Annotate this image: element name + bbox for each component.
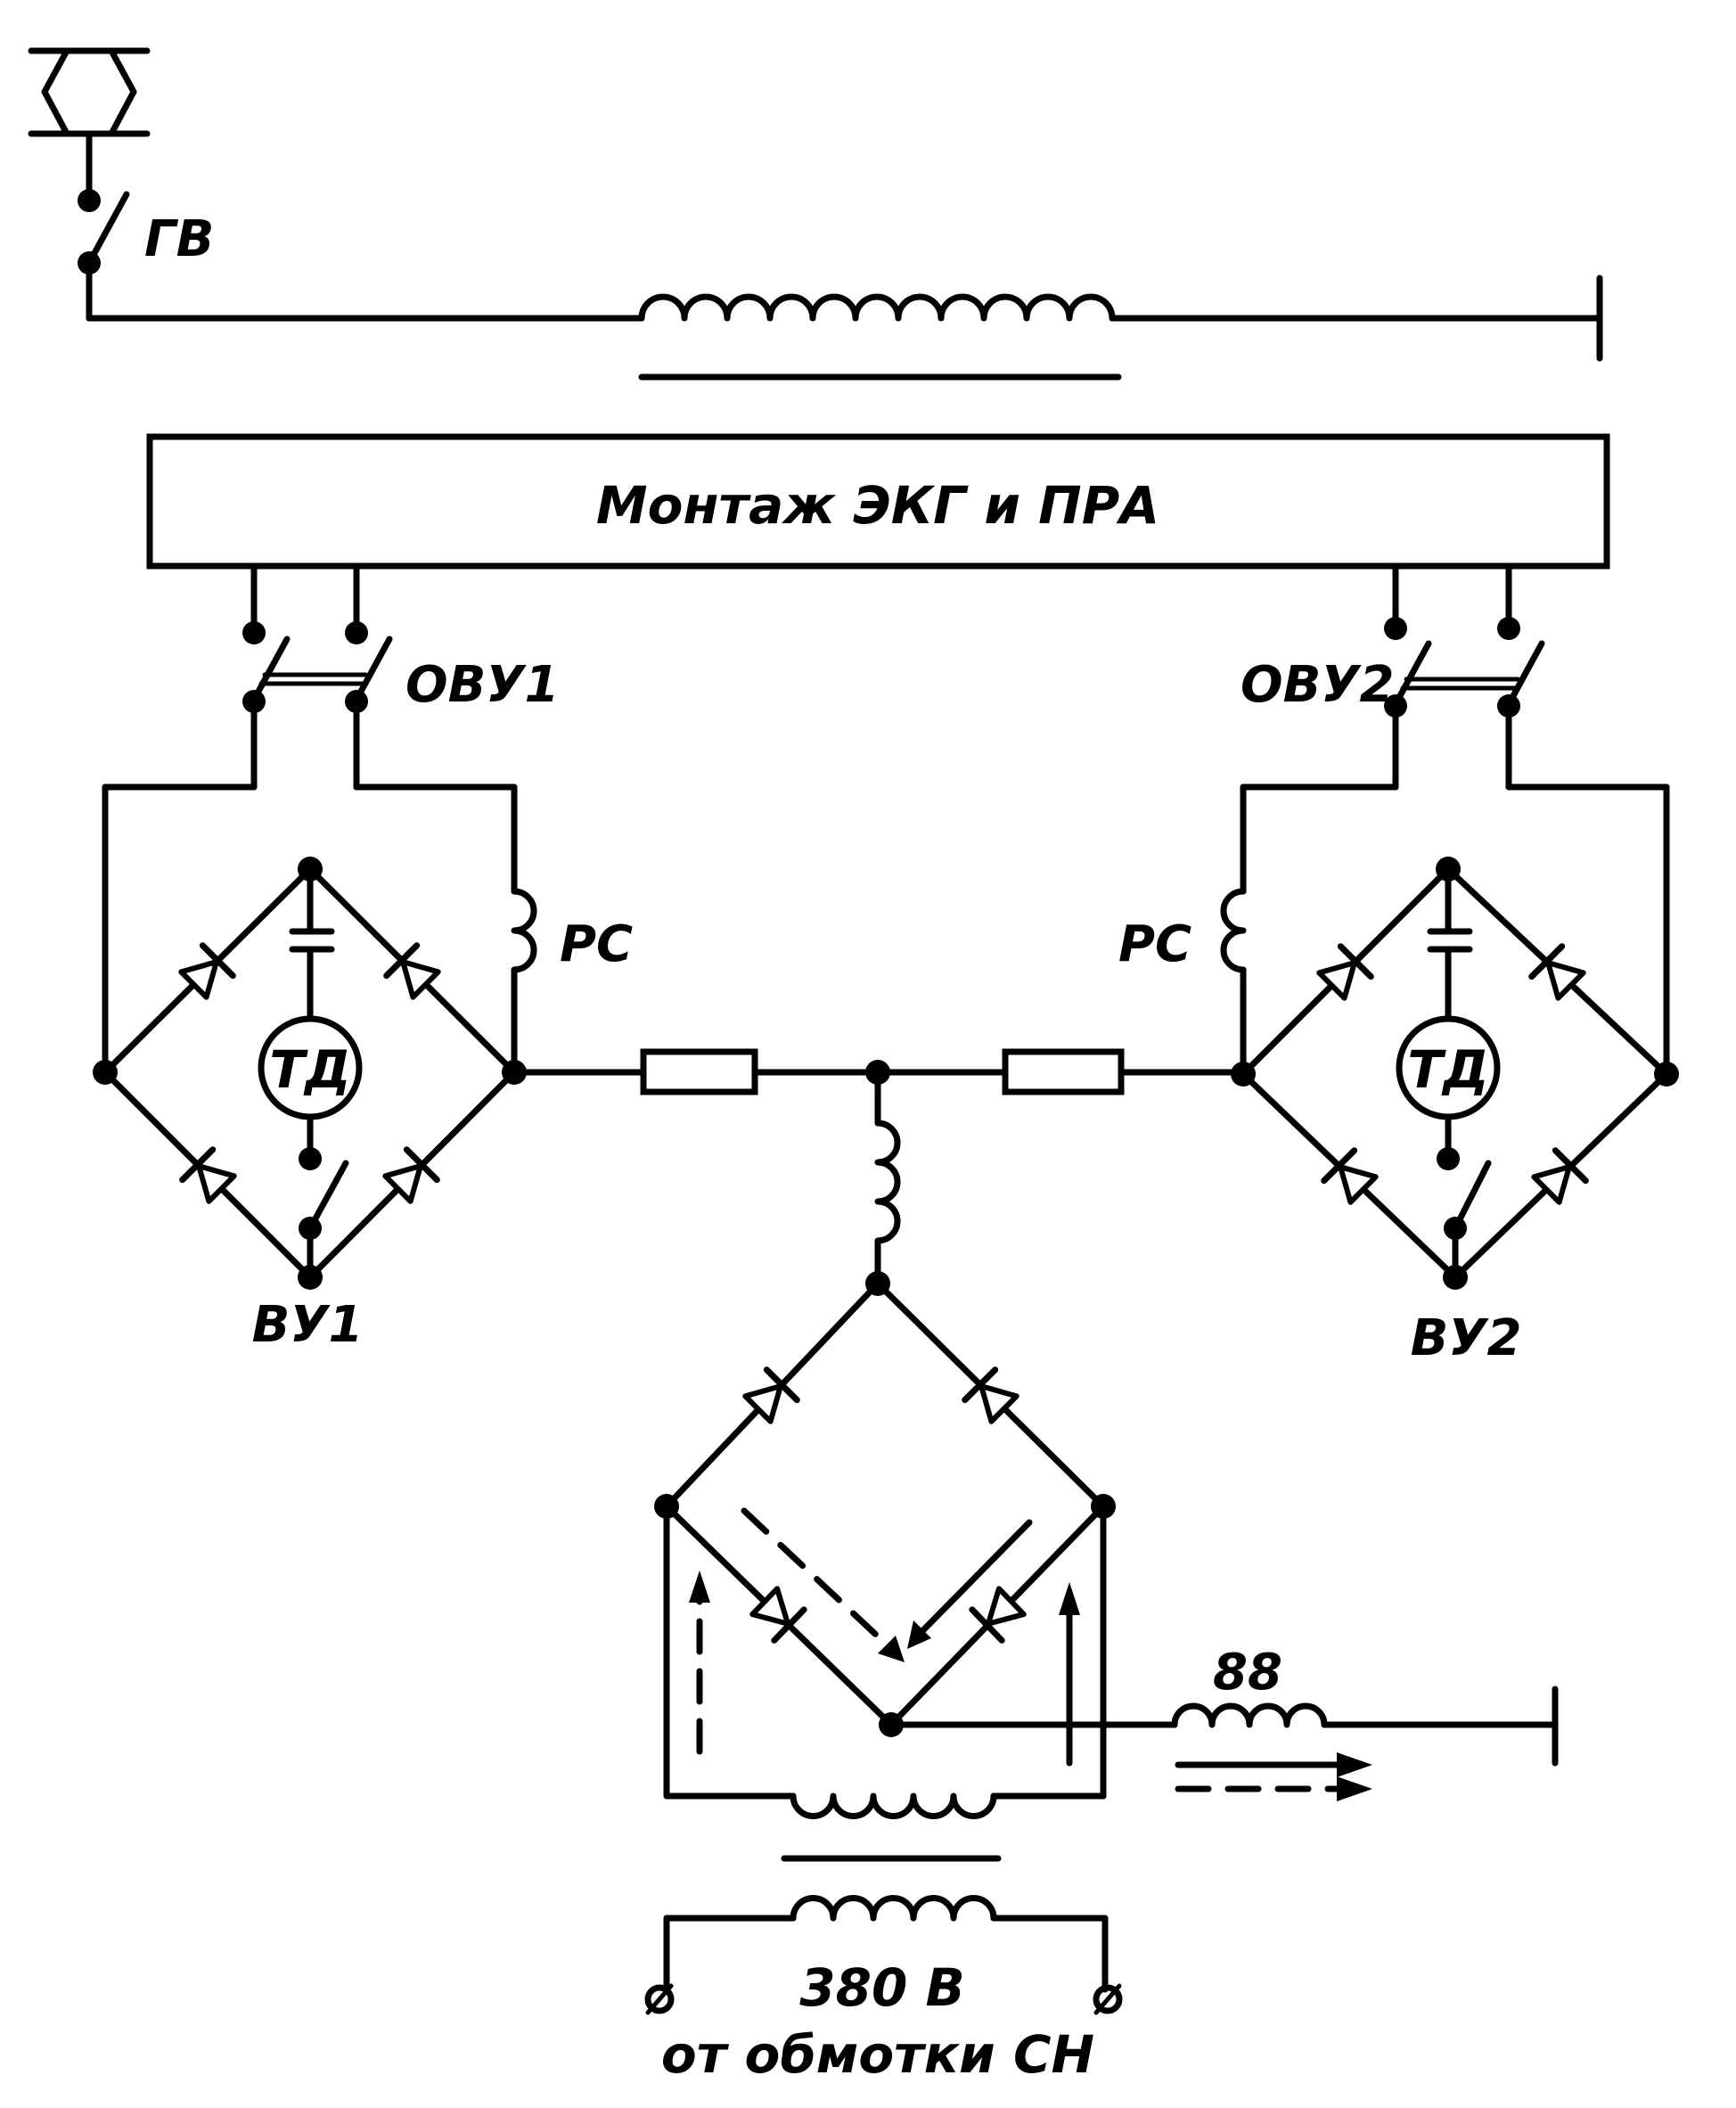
bottom-diode-bl [749,1586,807,1644]
main-breaker [78,189,645,322]
vu1-bridge [93,857,527,1290]
current-flow-arrows [689,1507,1372,1801]
bottom-diode-tl [742,1366,800,1424]
rs-inductor-left [511,888,537,1076]
ovu2-disconnector [1240,562,1670,1078]
voltage-label: 380 В [799,1957,964,2018]
td-right-label: ТД [1407,1039,1488,1100]
mount-box-label: Монтаж ЭКГ и ПРА [596,475,1159,536]
reactor-88-label: 88 [1213,1644,1282,1702]
ovu2-label: ОВУ2 [1241,656,1394,714]
main-transformer-primary [638,275,1603,381]
vu2-bridge [1231,857,1679,1290]
vu2-diode-tl [1316,943,1374,1001]
smoothing-reactor [874,1120,901,1244]
terminal-right [1093,1984,1123,2014]
td-left-label: ТД [269,1039,350,1100]
bottom-bridge [654,1280,1559,1800]
reactor-88 [1171,1702,1328,1728]
vu2-diode-bl [1321,1147,1379,1205]
vu2-label: ВУ2 [1411,1309,1522,1367]
resistor-right [1002,1048,1125,1095]
ovu1-disconnector [102,562,518,1076]
vu1-diode-tl [178,942,236,1000]
mount-box [146,433,1610,570]
vu1-diode-tr [383,942,441,1000]
vu1-label: ВУ1 [252,1296,364,1354]
gv-label: ГВ [144,210,214,268]
bottom-diode-tr [962,1366,1019,1424]
aux-transformer [644,1792,1123,2015]
ovu1-label: ОВУ1 [405,656,559,714]
vu1-diode-bl [179,1146,237,1204]
vu2-diode-tr [1528,943,1586,1001]
pantograph [28,47,151,201]
source-label: от обмотки СН [661,2024,1094,2085]
resistor-left [640,1048,758,1095]
center-connection [511,1048,1247,1296]
vu1-diode-br [382,1146,440,1204]
rs-right-label: РС [1118,915,1191,973]
vu2-diode-br [1531,1147,1589,1205]
terminal-left [644,1984,675,2014]
rs-inductor-right [1220,888,1247,1078]
rs-left-label: РС [560,915,633,973]
bottom-diode-br [969,1586,1027,1644]
